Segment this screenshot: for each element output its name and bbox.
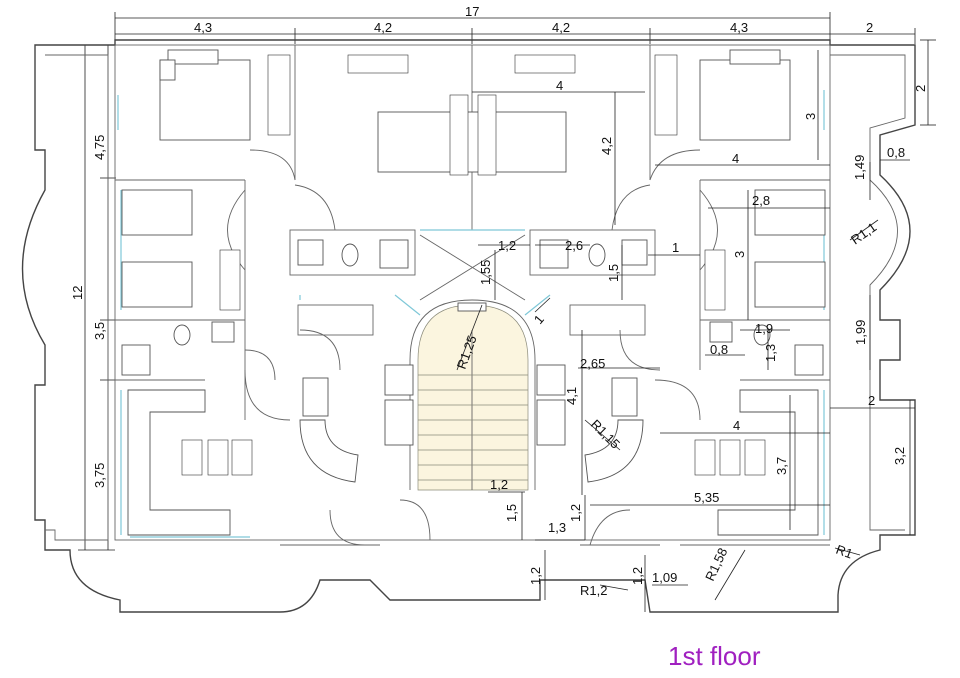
windows [117,90,825,538]
interior-walls [114,44,831,546]
dim-b-R12: R1,2 [580,583,607,598]
dim-left-c: 3,75 [92,463,107,488]
stairwell [409,234,536,491]
dim-mid-4: 4 [556,78,563,93]
dim-r-1: 1 [672,240,679,255]
dim-top-a: 4,3 [194,20,212,35]
dim-b-109: 1,09 [652,570,677,585]
dim-top-d: 4,3 [730,20,748,35]
dim-b-12b: 1,2 [630,567,645,585]
dim-r-3: 3 [803,113,818,120]
dim-c-265: 2,65 [580,356,605,371]
dim-r-13: 1,3 [763,344,778,362]
dim-r-535: 5,35 [694,490,719,505]
dim-r-08b: 0,8 [710,342,728,357]
dim-r-28: 2,8 [752,193,770,208]
dim-mid-42: 4,2 [599,137,614,155]
dim-b-12: 1,2 [528,567,543,585]
interior-dimensions [456,50,915,612]
dim-left-a: 4,75 [92,135,107,160]
dim-r-R158: R1,58 [702,545,730,583]
dim-c-12: 1,2 [498,238,516,253]
dim-r-R1: R1 [834,542,855,562]
top-dimensions: 17 4,3 4,2 4,2 4,3 2 2 [114,4,936,126]
dim-left-b: 3,5 [92,322,107,340]
dim-c-26: 2,6 [565,238,583,253]
dim-c-12c: 1,2 [568,504,583,522]
dim-top-c: 4,2 [552,20,570,35]
furniture [121,49,826,536]
dim-c-41: 4,1 [564,387,579,405]
dim-c-155: 1,55 [478,260,493,285]
left-dimensions: 4,75 12 3,5 3,75 [70,44,116,551]
dim-top-b: 4,2 [374,20,392,35]
floor-title: 1st floor [668,641,761,671]
dim-c-12b: 1,2 [490,477,508,492]
dim-r-37: 3,7 [774,457,789,475]
dim-r-199: 1,99 [853,320,868,345]
dim-top-e: 2 [866,20,873,35]
dim-r-2b: 2 [868,393,875,408]
dim-right-top: 2 [913,85,928,92]
dim-r-08: 0,8 [887,145,905,160]
dim-c-15b: 1,5 [504,504,519,522]
dim-r-149: 1,49 [852,155,867,180]
dim-c-1: 1 [531,312,547,327]
dim-r-3b: 3 [732,251,747,258]
dim-r-R11: R1,1 [848,219,879,247]
dim-c-13: 1,3 [548,520,566,535]
dim-r-32: 3,2 [892,447,907,465]
dim-r-4: 4 [732,151,739,166]
dim-c-15: 1,5 [606,264,621,282]
outer-walls [21,39,916,613]
dim-left-total: 12 [70,286,85,300]
dim-top-total: 17 [465,4,479,19]
dim-r-4b: 4 [733,418,740,433]
dim-r-19: 1,9 [755,321,773,336]
